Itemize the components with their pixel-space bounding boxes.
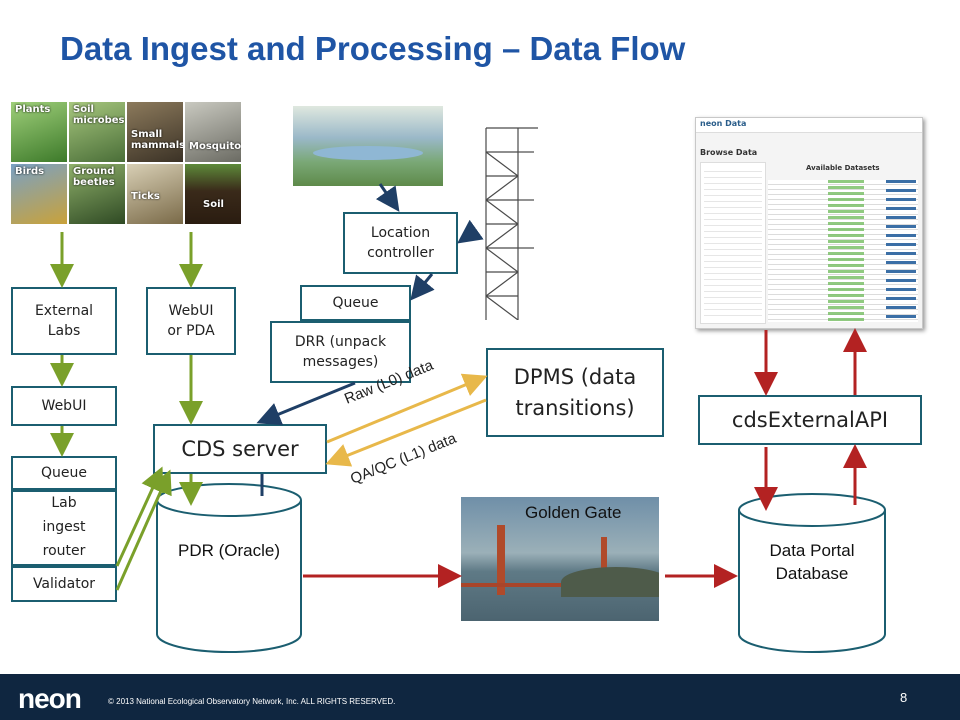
location-controller-box: Location controller bbox=[343, 212, 458, 274]
organism-label: Plants bbox=[15, 104, 51, 115]
organism-tile-small-mammals: Small mammals bbox=[126, 101, 184, 163]
arrow-drr-to-cds bbox=[256, 381, 356, 426]
field-site-illustration bbox=[293, 106, 443, 186]
portal-availability-column bbox=[828, 180, 864, 322]
organism-label: Ground beetles bbox=[73, 166, 115, 188]
portal-dataset-table bbox=[768, 180, 918, 322]
webui-left-label: WebUI bbox=[41, 397, 87, 414]
webui-pda-box: WebUI or PDA bbox=[146, 287, 236, 355]
organism-tile-soil: Soil bbox=[184, 163, 242, 225]
arrow-landscape-to-location bbox=[375, 183, 400, 212]
location-controller-label: Location controller bbox=[367, 224, 434, 261]
external-labs-box: External Labs bbox=[11, 287, 117, 355]
lab-ingest-router-label: Lab ingest router bbox=[42, 495, 86, 559]
golden-gate-label: Golden Gate bbox=[525, 503, 622, 522]
queue-left-box: Queue bbox=[11, 456, 117, 490]
queue-mid-box: Queue bbox=[300, 285, 411, 321]
portal-header-bar: neon Data bbox=[696, 118, 922, 133]
lab-ingest-router-box: Lab ingest router bbox=[11, 490, 117, 566]
organism-photo-grid: Plants Soil microbes Small mammals Mosqu… bbox=[10, 101, 242, 225]
data-portal-database-label: Data Portal Database bbox=[769, 541, 855, 583]
bridge-tower-right bbox=[601, 537, 607, 591]
pdr-database-label: PDR (Oracle) bbox=[177, 541, 280, 560]
organism-tile-ticks: Ticks bbox=[126, 163, 184, 225]
dpms-label: DPMS (data transitions) bbox=[513, 365, 637, 420]
dpms-box: DPMS (data transitions) bbox=[486, 348, 664, 437]
portal-action-buttons bbox=[886, 180, 916, 322]
portal-datasets-heading: Available Datasets bbox=[806, 164, 880, 172]
copyright-text: © 2013 National Ecological Observatory N… bbox=[108, 697, 396, 706]
webui-left-box: WebUI bbox=[11, 386, 117, 426]
organism-label: Birds bbox=[15, 166, 45, 177]
organism-label: Soil microbes bbox=[73, 104, 125, 126]
data-portal-screenshot: neon Data Browse Data Available Datasets bbox=[695, 117, 923, 329]
footer-bar bbox=[0, 674, 960, 720]
external-labs-label: External Labs bbox=[34, 302, 94, 339]
organism-tile-mosquitoes: Mosquitoes bbox=[184, 101, 242, 163]
arrow-validator-to-cds bbox=[115, 469, 172, 591]
portal-filter-panel bbox=[700, 162, 766, 324]
neon-logo: neon bbox=[18, 683, 82, 714]
arrow-raw-data-to-dpms bbox=[326, 373, 488, 444]
data-portal-database-cylinder bbox=[738, 493, 886, 653]
cds-external-api-label: cdsExternalAPI bbox=[731, 407, 889, 432]
flow-arrows bbox=[50, 183, 867, 591]
arrow-tower-to-location bbox=[457, 219, 484, 244]
hills-silhouette bbox=[561, 567, 659, 597]
bridge-deck bbox=[461, 583, 659, 587]
bridge-tower-left bbox=[497, 525, 505, 595]
organism-label: Small mammals bbox=[131, 129, 184, 151]
flux-tower-illustration bbox=[485, 127, 538, 320]
drr-box: DRR (unpack messages) bbox=[270, 321, 411, 383]
golden-gate-photo bbox=[461, 497, 659, 621]
organism-label: Mosquitoes bbox=[189, 141, 242, 152]
organism-tile-soil-microbes: Soil microbes bbox=[68, 101, 126, 163]
queue-mid-label: Queue bbox=[332, 294, 379, 311]
cds-server-box: CDS server bbox=[153, 424, 327, 474]
validator-box: Validator bbox=[11, 566, 117, 602]
organism-label: Soil bbox=[203, 199, 224, 210]
organism-tile-plants: Plants bbox=[10, 101, 68, 163]
portal-brand: neon Data bbox=[700, 119, 747, 128]
cds-server-label: CDS server bbox=[181, 436, 299, 461]
organism-label: Ticks bbox=[131, 191, 160, 202]
arrow-location-to-queue bbox=[410, 273, 435, 301]
arrow-router-to-cds bbox=[115, 466, 164, 567]
validator-label: Validator bbox=[32, 575, 96, 592]
page-title: Data Ingest and Processing – Data Flow bbox=[60, 30, 686, 67]
stream-shape bbox=[313, 146, 423, 160]
page-number: 8 bbox=[900, 690, 908, 705]
organism-tile-ground-beetles: Ground beetles bbox=[68, 163, 126, 225]
arrow-qaqc-data-to-cds bbox=[325, 398, 487, 467]
queue-left-label: Queue bbox=[41, 464, 87, 481]
portal-page-heading: Browse Data bbox=[700, 148, 758, 157]
webui-pda-label: WebUI or PDA bbox=[167, 302, 215, 339]
drr-label: DRR (unpack messages) bbox=[294, 333, 387, 370]
cds-external-api-box: cdsExternalAPI bbox=[698, 395, 922, 445]
organism-tile-birds: Birds bbox=[10, 163, 68, 225]
